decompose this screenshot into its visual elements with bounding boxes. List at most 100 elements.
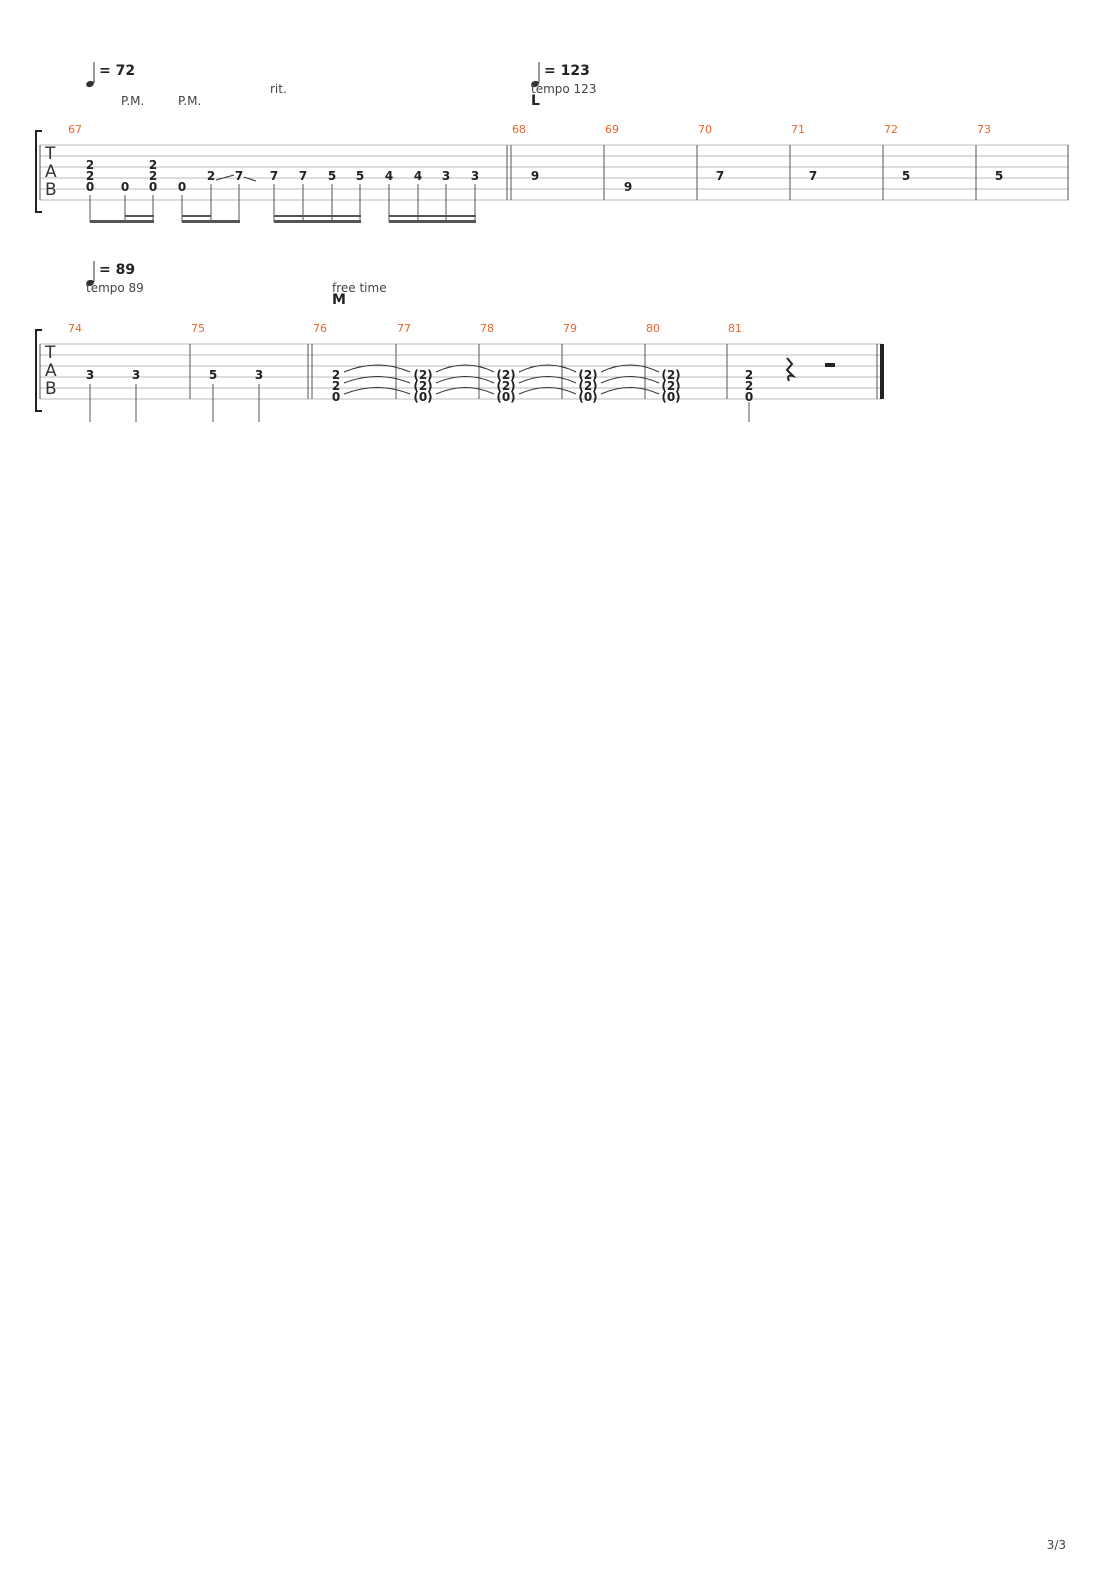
barlines bbox=[39, 145, 1069, 200]
fret-number: 7 bbox=[270, 169, 278, 183]
tab-clef-letter: A bbox=[45, 361, 57, 381]
fret-number: 7 bbox=[716, 169, 724, 183]
tempo-label: tempo 123 bbox=[531, 82, 596, 96]
section-marker: M bbox=[332, 292, 346, 308]
fret-number: 2 bbox=[332, 368, 340, 382]
tab-clef-letter: B bbox=[45, 180, 57, 200]
section-marker: L bbox=[531, 93, 540, 109]
fret-number: 3 bbox=[471, 169, 479, 183]
fret-number: 2 bbox=[745, 368, 753, 382]
free-time-label: free time bbox=[332, 281, 387, 295]
fret-number: 0 bbox=[178, 180, 186, 194]
palm-mute-label: P.M. bbox=[121, 94, 144, 108]
measure-number: 69 bbox=[605, 123, 619, 136]
fret-number: 0 bbox=[149, 180, 157, 194]
measure-number: 81 bbox=[728, 322, 742, 335]
half-rest-icon bbox=[825, 363, 835, 367]
fret-number: 7 bbox=[809, 169, 817, 183]
fret-number: 7 bbox=[235, 169, 243, 183]
tempo-label: tempo 89 bbox=[86, 281, 144, 295]
fret-number: 2 bbox=[332, 379, 340, 393]
measure-number: 77 bbox=[397, 322, 411, 335]
fret-number: 5 bbox=[356, 169, 364, 183]
tied-fret-number: (2) bbox=[496, 379, 515, 393]
tied-fret-number: (2) bbox=[661, 379, 680, 393]
fret-number: 5 bbox=[328, 169, 336, 183]
fret-number: 5 bbox=[995, 169, 1003, 183]
tied-fret-number: (2) bbox=[661, 368, 680, 382]
measure-number: 72 bbox=[884, 123, 898, 136]
tab-clef-letter: T bbox=[44, 144, 56, 164]
tied-fret-number: (2) bbox=[578, 379, 597, 393]
tempo-mark: = 89 tempo 89 bbox=[86, 261, 144, 295]
system-bracket bbox=[35, 329, 42, 412]
tied-fret-number: (0) bbox=[661, 390, 680, 404]
staff-lines bbox=[40, 144, 1069, 201]
quarter-rest-icon bbox=[785, 357, 797, 382]
tied-fret-number: (2) bbox=[413, 379, 432, 393]
ritardando-label: rit. bbox=[270, 82, 287, 96]
tied-fret-number: (0) bbox=[496, 390, 515, 404]
fret-number: 0 bbox=[86, 180, 94, 194]
palm-mute-label: P.M. bbox=[178, 94, 201, 108]
fret-number: 2 bbox=[745, 379, 753, 393]
fret-number: 3 bbox=[255, 368, 263, 382]
fret-number: 3 bbox=[442, 169, 450, 183]
tab-clef-letter: A bbox=[45, 162, 57, 182]
fret-number: 2 bbox=[207, 169, 215, 183]
fret-number: 0 bbox=[332, 390, 340, 404]
measure-number: 75 bbox=[191, 322, 205, 335]
measure-number: 79 bbox=[563, 322, 577, 335]
tempo-value: = 72 bbox=[99, 63, 135, 79]
fret-number: 4 bbox=[385, 169, 393, 183]
fret-number: 0 bbox=[745, 390, 753, 404]
slide-mark bbox=[215, 174, 235, 181]
tab-clef-letter: T bbox=[44, 343, 56, 363]
ties bbox=[343, 364, 660, 395]
measure-number: 76 bbox=[313, 322, 327, 335]
staff-lines bbox=[40, 343, 882, 400]
chord-notes: 2 2 0 (2) (2) (0) (2) (2) (0) (2) (2) (0… bbox=[332, 368, 753, 404]
measure-number: 80 bbox=[646, 322, 660, 335]
tab-clef-letter: B bbox=[45, 379, 57, 399]
tied-fret-number: (2) bbox=[578, 368, 597, 382]
measure-number: 74 bbox=[68, 322, 82, 335]
system-1: = 72 P.M. P.M. rit. = 123 tempo 123 L T … bbox=[35, 62, 1069, 223]
tempo-value: = 123 bbox=[544, 63, 590, 79]
beams bbox=[90, 215, 476, 223]
fret-number: 7 bbox=[299, 169, 307, 183]
fret-number: 9 bbox=[624, 180, 632, 194]
tied-fret-number: (2) bbox=[413, 368, 432, 382]
tied-fret-number: (0) bbox=[413, 390, 432, 404]
note-stems bbox=[89, 384, 750, 422]
slide-mark bbox=[243, 176, 257, 182]
tied-fret-number: (0) bbox=[578, 390, 597, 404]
measure-number: 73 bbox=[977, 123, 991, 136]
fret-number: 9 bbox=[531, 169, 539, 183]
fret-number: 3 bbox=[86, 368, 94, 382]
fret-number: 5 bbox=[209, 368, 217, 382]
tied-fret-number: (2) bbox=[496, 368, 515, 382]
final-barline bbox=[880, 344, 884, 399]
measures-68-73-notes: 9 9 7 7 5 5 bbox=[531, 169, 1003, 194]
fret-number: 0 bbox=[121, 180, 129, 194]
fret-number: 2 bbox=[149, 169, 157, 183]
tempo-value: = 89 bbox=[99, 262, 135, 278]
measures-74-75-notes: 3 3 5 3 bbox=[86, 368, 263, 382]
page-number: 3/3 bbox=[1046, 1538, 1066, 1552]
system-bracket bbox=[35, 130, 42, 213]
measure-number: 68 bbox=[512, 123, 526, 136]
measure-number: 67 bbox=[68, 123, 82, 136]
fret-number: 4 bbox=[414, 169, 422, 183]
measure-67-notes: 2 2 0 0 2 2 0 0 2 7 7 7 5 5 4 4 3 3 bbox=[86, 158, 479, 194]
fret-number: 2 bbox=[149, 158, 157, 172]
system-2: = 89 tempo 89 free time M T A B bbox=[35, 261, 884, 422]
tempo-mark: = 72 bbox=[86, 62, 135, 88]
fret-number: 2 bbox=[86, 158, 94, 172]
tempo-mark: = 123 tempo 123 bbox=[531, 62, 596, 96]
fret-number: 5 bbox=[902, 169, 910, 183]
measure-number: 70 bbox=[698, 123, 712, 136]
measure-number: 78 bbox=[480, 322, 494, 335]
fret-number: 3 bbox=[132, 368, 140, 382]
